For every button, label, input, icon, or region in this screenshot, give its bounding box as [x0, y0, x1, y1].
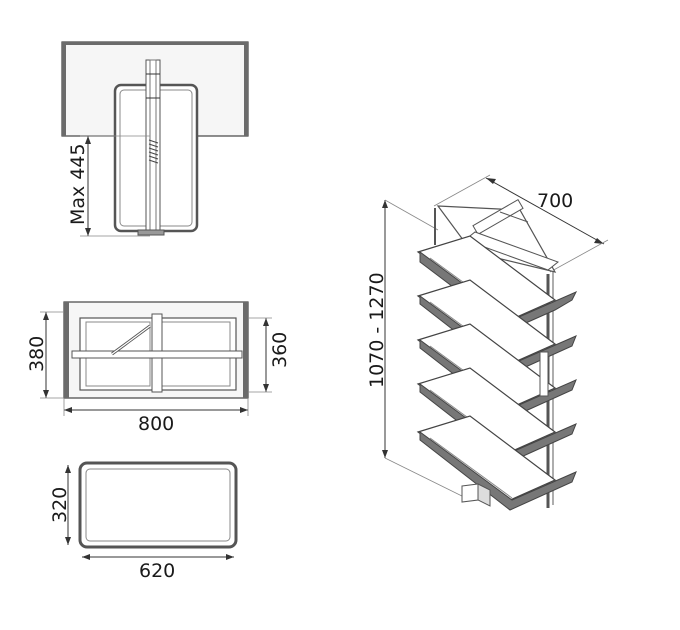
basket-view: 320 620 [49, 461, 238, 582]
front-width-label: 800 [138, 413, 174, 435]
depth-max-label: Max 445 [67, 143, 89, 225]
iso-shelves [416, 235, 578, 511]
basket-width-label: 620 [139, 560, 175, 582]
iso-height-label: 1070 - 1270 [366, 272, 388, 388]
top-view: Max 445 [61, 41, 249, 237]
basket-depth-label: 320 [49, 487, 71, 523]
front-outer-height-label: 380 [26, 336, 48, 372]
isometric-view: 700 1070 - 1270 [366, 174, 609, 511]
iso-width-label: 700 [537, 190, 573, 212]
front-view: 380 360 800 [26, 301, 291, 435]
front-inner-height-label: 360 [269, 332, 291, 368]
